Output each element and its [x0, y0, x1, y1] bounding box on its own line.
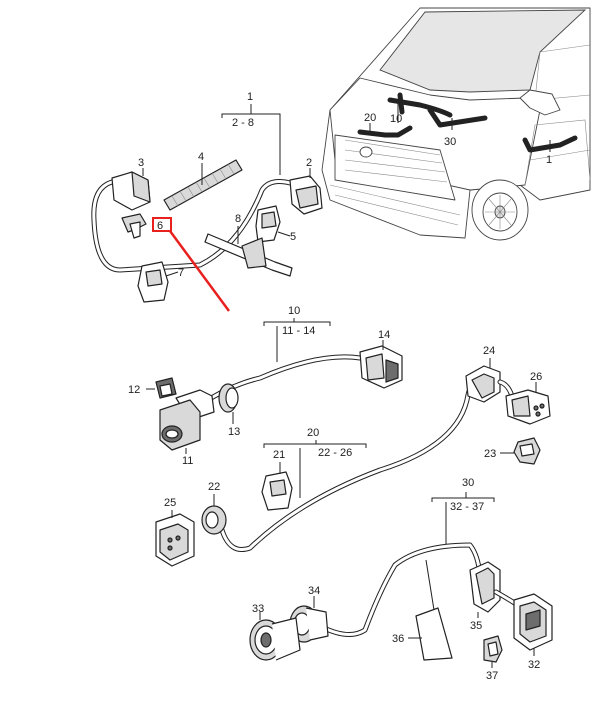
callout-21: 21	[273, 449, 285, 461]
part-25-connector	[155, 510, 195, 567]
part-4-corrugated-tube	[163, 159, 243, 211]
part-35-connector	[469, 561, 501, 618]
callout-12: 12	[128, 384, 140, 396]
part-13-grommet	[218, 383, 239, 424]
harness-group-20: 20 22 - 26 24 26 23	[155, 345, 551, 567]
callout-20-range: 22 - 26	[318, 447, 352, 459]
part-33-round-connector	[249, 612, 301, 661]
callout-14: 14	[378, 329, 390, 341]
part-2-connector	[289, 168, 323, 215]
callout-30: 30	[462, 477, 474, 489]
callout-11: 11	[182, 455, 193, 467]
callout-30-range: 32 - 37	[450, 501, 484, 513]
callout-20: 20	[307, 427, 319, 439]
callout-37: 37	[486, 670, 498, 682]
callout-35: 35	[470, 620, 482, 632]
callout-22: 22	[208, 481, 220, 493]
callout-7: 7	[178, 267, 184, 279]
callout-6: 6	[157, 220, 163, 232]
part-3-connector	[111, 168, 151, 211]
callout-13: 13	[228, 426, 240, 438]
part-8-cable-tie	[204, 226, 293, 277]
callout-1: 1	[247, 91, 253, 103]
callout-25: 25	[164, 497, 176, 509]
callout-23: 23	[484, 448, 496, 460]
part-24-connector	[465, 358, 501, 403]
callout-4: 4	[198, 151, 204, 163]
highlight-pointer-line	[168, 230, 231, 312]
part-11-sensor	[159, 389, 215, 454]
callout-33: 33	[252, 603, 264, 615]
vehicle-callout-30: 30	[444, 136, 456, 148]
harness-group-30: 30 32 - 37 36 35 32	[249, 477, 553, 682]
callout-34: 34	[308, 585, 320, 597]
callout-36: 36	[392, 633, 404, 645]
callout-2: 2	[306, 157, 312, 169]
callout-1-range: 2 - 8	[232, 117, 254, 129]
part-22-grommet	[201, 494, 227, 535]
part-5-clip	[255, 205, 291, 243]
callout-24: 24	[483, 345, 495, 357]
highlight-box	[152, 217, 172, 232]
callout-26: 26	[530, 371, 542, 383]
part-12-clip	[146, 377, 177, 399]
part-23-clip	[500, 437, 541, 465]
callout-3: 3	[138, 157, 144, 169]
vehicle-callout-1: 1	[546, 154, 552, 166]
harness-group-10: 10 11 - 14 14 13 12	[128, 305, 403, 467]
callout-10: 10	[288, 305, 300, 317]
part-6-clip	[121, 213, 147, 239]
part-21-clip	[261, 462, 293, 511]
harness-group-1: 1 2 - 8 3 4 2	[91, 91, 323, 312]
vehicle-illustration: 10 20 30 1	[321, 7, 591, 241]
vehicle-callout-10: 10	[390, 113, 402, 125]
part-7-clip	[137, 261, 179, 303]
vehicle-callout-20: 20	[364, 112, 376, 124]
part-26-connector	[505, 382, 551, 425]
callout-32: 32	[528, 659, 540, 671]
part-14-connector	[359, 340, 403, 389]
callout-8: 8	[235, 213, 241, 225]
callout-10-range: 11 - 14	[282, 325, 315, 337]
part-36-plate	[408, 559, 453, 661]
part-37-clip	[483, 635, 503, 668]
callout-5: 5	[290, 231, 296, 243]
part-32-connector	[513, 593, 553, 656]
